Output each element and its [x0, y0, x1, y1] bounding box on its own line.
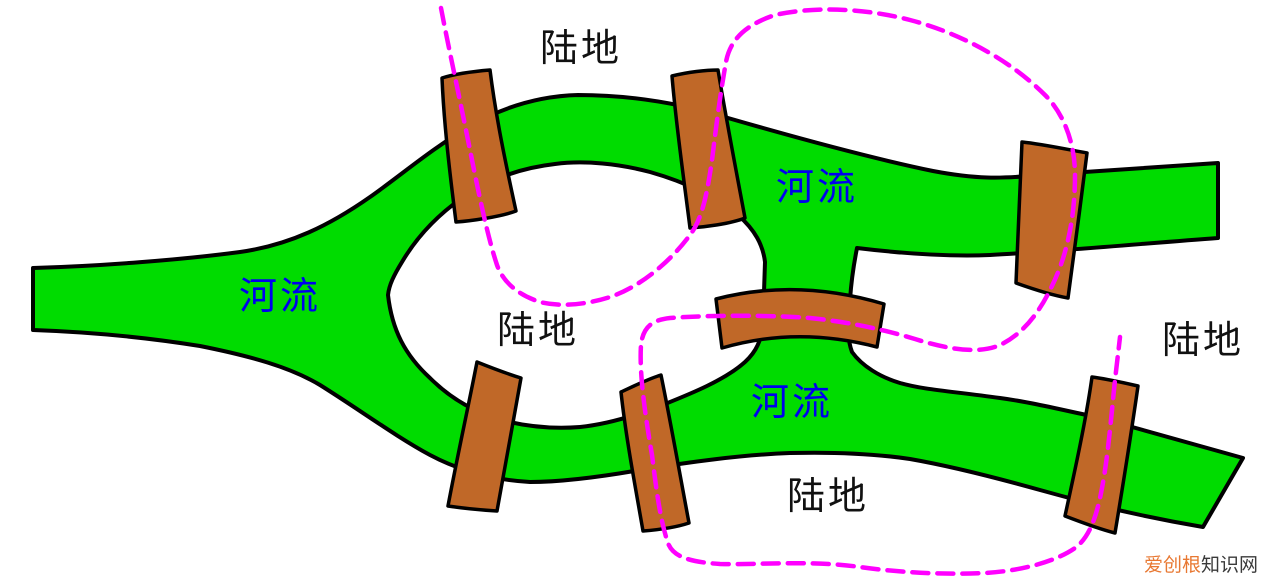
label-land-island: 陆地: [497, 310, 580, 352]
label-river-left: 河流: [239, 276, 322, 318]
label-land-bottom: 陆地: [787, 476, 870, 518]
label-river-lower: 河流: [751, 382, 834, 424]
bridge-lower-left: [446, 360, 523, 513]
site-watermark: 爱创根知识网: [1144, 555, 1259, 577]
bridge-upper-middle: [670, 68, 747, 230]
walk-path-dashed-line: [438, 5, 1123, 576]
watermark-brand: 爱创根: [1144, 555, 1202, 576]
watermark-suffix: 知识网: [1201, 555, 1259, 576]
label-land-right: 陆地: [1162, 320, 1245, 362]
bridge-lower-middle: [619, 373, 691, 533]
label-land-top: 陆地: [540, 28, 623, 70]
bridge-upper-right: [1014, 140, 1089, 300]
label-river-upper-right: 河流: [776, 167, 859, 209]
bridge-lower-right: [1063, 375, 1140, 535]
